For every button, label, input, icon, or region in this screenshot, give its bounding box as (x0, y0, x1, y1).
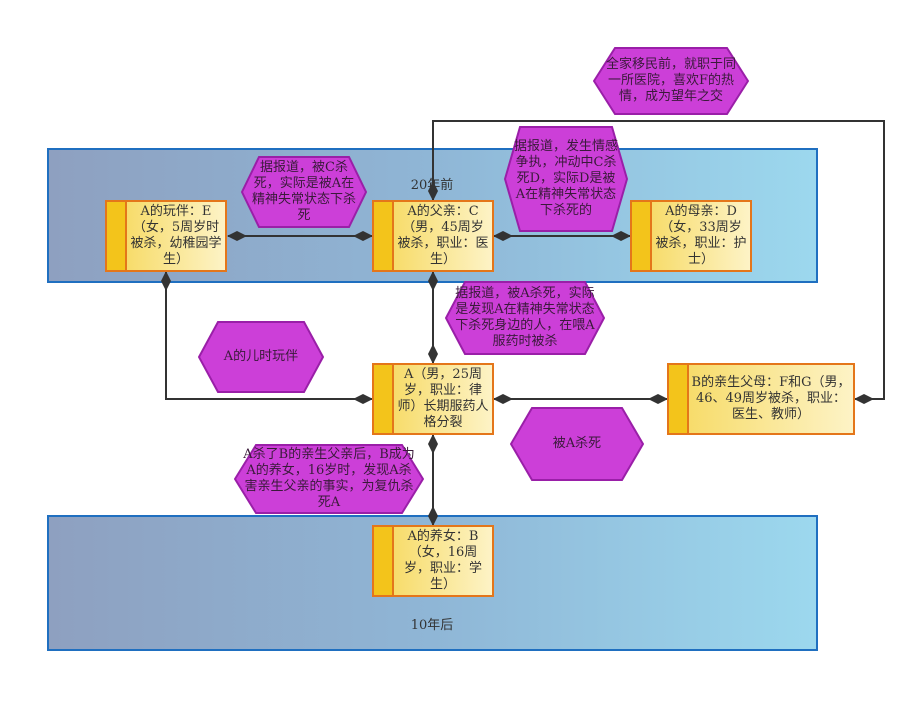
card-person-a-text: A（男，25周岁，职业：律师）长期服药人格分裂 (397, 367, 489, 430)
note-childhood-playmate-text: A的儿时玩伴 (223, 349, 299, 364)
note-childhood-playmate: A的儿时玩伴 (198, 321, 324, 393)
card-mother-d[interactable]: A的母亲：D（女，33周岁被杀，职业：护士） (630, 200, 752, 272)
edge-e-a (161, 271, 373, 404)
note-killed-by-a-text: 被A杀死 (552, 436, 602, 451)
edge-c-fg (428, 120, 885, 404)
card-parents-fg[interactable]: B的亲生父母：F和G（男，46、49周岁被杀，职业：医生、教师） (667, 363, 855, 435)
note-colleagues: 全家移民前，就职于同一所医院，喜欢F的热情，成为望年之交 (593, 47, 749, 115)
note-c-killed-text: 据报道，被A杀死，实际是发现A在精神失常状态下杀死身边的人，在喂A服药时被杀 (455, 286, 595, 349)
card-playmate-e-text: A的玩伴：E（女，5周岁时被杀，幼稚园学生） (130, 204, 222, 267)
band-label-bottom: 10年后 (410, 618, 454, 633)
note-e-killed: 据报道，被C杀死，实际是被A在精神失常状态下杀死 (241, 156, 367, 228)
card-daughter-b[interactable]: A的养女：B（女，16周岁，职业：学生） (372, 525, 494, 597)
note-colleagues-text: 全家移民前，就职于同一所医院，喜欢F的热情，成为望年之交 (605, 57, 736, 104)
note-d-killed: 据报道，发生情感争执，冲动中C杀死D，实际D是被A在精神失常状态下杀死的 (504, 126, 628, 232)
card-parents-fg-text: B的亲生父母：F和G（男，46、49周岁被杀，职业：医生、教师） (691, 375, 851, 422)
card-daughter-b-text: A的养女：B（女，16周岁，职业：学生） (403, 529, 482, 592)
card-mother-d-text: A的母亲：D（女，33周岁被杀，职业：护士） (655, 204, 747, 267)
note-killed-by-a: 被A杀死 (510, 407, 644, 481)
note-b-revenge: A杀了B的亲生父亲后，B成为A的养女，16岁时，发现A杀害亲生父亲的事实，为复仇… (234, 444, 424, 514)
note-d-killed-text: 据报道，发生情感争执，冲动中C杀死D，实际D是被A在精神失常状态下杀死的 (513, 139, 618, 218)
note-e-killed-text: 据报道，被C杀死，实际是被A在精神失常状态下杀死 (251, 160, 356, 223)
card-father-c[interactable]: A的父亲：C（男，45周岁被杀，职业：医生） (372, 200, 494, 272)
card-person-a[interactable]: A（男，25周岁，职业：律师）长期服药人格分裂 (372, 363, 494, 435)
note-b-revenge-text: A杀了B的亲生父亲后，B成为A的养女，16岁时，发现A杀害亲生父亲的事实，为复仇… (243, 447, 415, 510)
note-c-killed: 据报道，被A杀死，实际是发现A在精神失常状态下杀死身边的人，在喂A服药时被杀 (445, 281, 605, 355)
card-father-c-text: A的父亲：C（男，45周岁被杀，职业：医生） (397, 204, 489, 267)
card-playmate-e[interactable]: A的玩伴：E（女，5周岁时被杀，幼稚园学生） (105, 200, 227, 272)
